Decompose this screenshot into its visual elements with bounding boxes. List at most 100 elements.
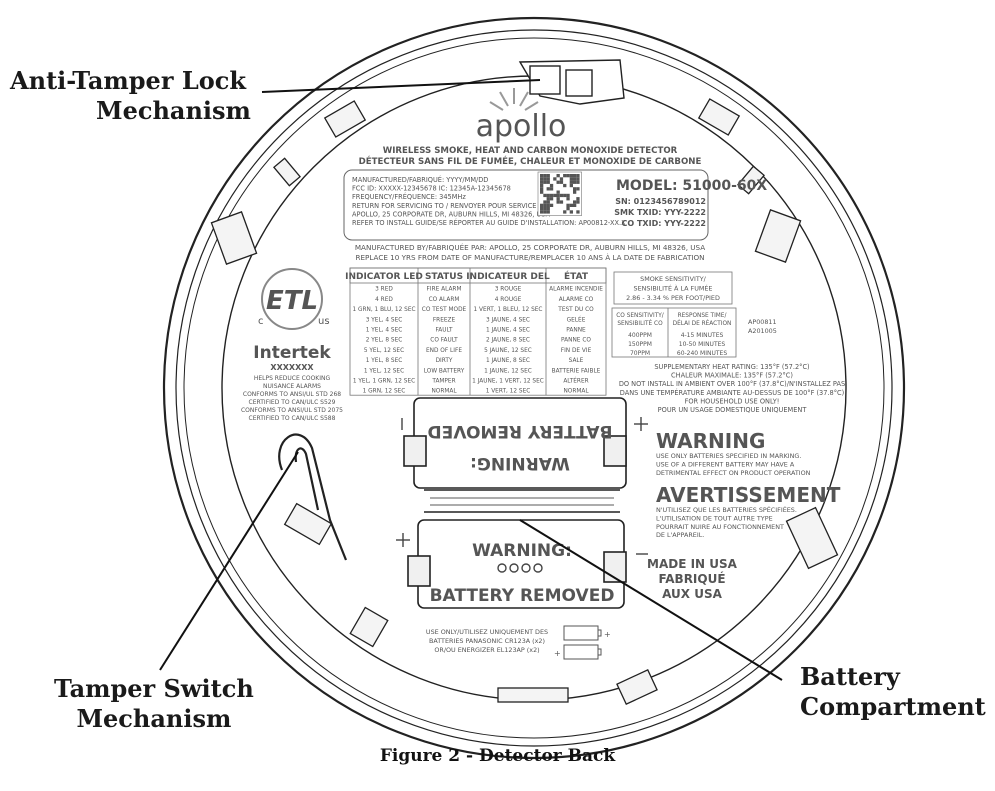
battery-use-line: OR/OU ENERGIZER EL123AP (x2) [434, 646, 539, 654]
warning-line: DETRIMENTAL EFFECT ON PRODUCT OPERATION [656, 469, 811, 477]
made-in-line: AUX USA [662, 587, 722, 601]
co-header: RESPONSE TIME/ [678, 313, 727, 319]
label-line: APOLLO, 25 CORPORATE DR, AUBURN HILLS, M… [352, 210, 551, 218]
warning-line: USE OF A DIFFERENT BATTERY MAY HAVE A [656, 460, 795, 468]
product-en: WIRELESS SMOKE, HEAT AND CARBON MONOXIDE… [383, 146, 678, 156]
battery-use-line: BATTERIES PANASONIC CR123A (x2) [429, 637, 545, 645]
product-fr: DÉTECTEUR SANS FIL DE FUMÉE, CHALEUR ET … [359, 155, 702, 167]
co-header: CO SENSITIVITY/ [616, 313, 664, 319]
indicator-cell: NORMAL [431, 389, 457, 395]
co-cell: 4-15 MINUTES [681, 332, 724, 339]
indicator-cell: 5 YEL, 12 SEC [364, 348, 404, 354]
indicator-cell: FREEZE [433, 317, 456, 323]
svg-text:+: + [604, 630, 611, 639]
brand-text: apollo [476, 109, 567, 144]
indicator-cell: TEST DU CO [557, 307, 594, 313]
avert-line: N'UTILISEZ QUE LES BATTERIES SPÉCIFIÉES. [656, 505, 797, 514]
battery-compartment-shape [403, 397, 627, 609]
co-header: SENSIBILITÉ CO [617, 319, 663, 327]
indicator-cell: 1 JAUNE, 4 SEC [486, 328, 530, 334]
heat-line: DANS UNE TEMPÉRATURE AMBIANTE AU-DESSUS … [620, 388, 844, 397]
made-in-line: MADE IN USA [647, 557, 738, 571]
callout-anti-tamper-line1: Anti-Tamper Lock [10, 66, 246, 95]
callout-tamper-switch-line2: Mechanism [76, 704, 232, 733]
label-line: MANUFACTURED/FABRIQUÉ: YYYY/MM/DD [352, 175, 488, 184]
co-cell: 400PPM [628, 332, 652, 339]
cert-line: CERTIFIED TO CAN/ULC S588 [249, 415, 336, 422]
avert-line: POURRAIT NUIRE AU FONCTIONNEMENT [656, 523, 784, 531]
etl-certification-mark: ETL c us Intertek XXXXXXX [253, 268, 331, 372]
cert-line: NUISANCE ALARMS [263, 383, 321, 390]
co-header: DÉLAI DE RÉACTION [673, 319, 732, 327]
indicator-cell: FIRE ALARM [427, 287, 462, 293]
made-in-line: FABRIQUÉ [658, 571, 725, 586]
avert-title: AVERTISSEMENT [656, 483, 841, 507]
battery-polarity [396, 417, 648, 555]
indicator-cell: CO FAULT [430, 338, 458, 344]
indicator-cell: 4 ROUGE [495, 297, 522, 303]
heat-rating-text: SUPPLEMENTARY HEAT RATING: 135°F (57.2°C… [619, 363, 845, 414]
warning-title: WARNING [656, 429, 765, 453]
etl-c: c [258, 316, 264, 327]
id-line: SN: 0123456789012 [615, 197, 706, 206]
indicator-cell: 3 ROUGE [495, 287, 522, 293]
indicator-cell: ALARME INCENDIE [549, 287, 603, 293]
indicator-cell: PANNE CO [561, 338, 591, 344]
indicator-header: INDICATOR LED [345, 272, 423, 282]
indicator-cell: 1 YEL, 12 SEC [364, 368, 404, 374]
avert-line: DE L'APPAREIL. [656, 531, 704, 539]
mounting-tabs [210, 98, 839, 706]
led-dots [497, 563, 543, 573]
indicator-cell: BATTERIE FAIBLE [552, 368, 601, 374]
cert-line: CERTIFIED TO CAN/ULC S529 [249, 399, 336, 406]
model-text: MODEL: 51000-60X [616, 178, 767, 194]
leader-lines [159, 79, 783, 681]
battery-use-line: USE ONLY/UTILISEZ UNIQUEMENT DES [426, 628, 548, 636]
etl-us: us [318, 316, 330, 327]
indicator-cell: 1 YEL, 1 GRN, 12 SEC [353, 379, 415, 385]
battery-removed-upside: BATTERY REMOVED [428, 421, 613, 441]
indicator-cell: 1 JAUNE, 8 SEC [486, 358, 530, 364]
smoke-line: SMOKE SENSITIVITY/ [640, 275, 707, 283]
indicator-cell: TAMPER [431, 379, 455, 385]
label-line: FCC ID: XXXXX-12345678 IC: 12345A-123456… [352, 185, 511, 193]
indicator-cell: 2 JAUNE, 8 SEC [486, 338, 530, 344]
svg-text:+: + [554, 649, 561, 658]
indicator-cell: 2 YEL, 8 SEC [366, 338, 403, 344]
battery-warning-text: WARNING: [472, 541, 572, 561]
smoke-sensitivity-box: SMOKE SENSITIVITY/SENSIBILITÉ À LA FUMÉE… [613, 271, 733, 305]
indicator-cell: FAULT [436, 328, 453, 334]
callout-tamper-switch-line1: Tamper Switch [54, 674, 254, 703]
intertek-code: XXXXXXX [270, 363, 314, 372]
cert-line: CONFORMS TO ANSI/UL STD 2075 [241, 407, 343, 414]
indicator-cell: FIN DE VIE [561, 348, 592, 354]
battery-icons [563, 625, 602, 660]
intertek-text: Intertek [253, 343, 331, 363]
indicator-cell: 1 GRN, 1 BLU, 12 SEC [352, 307, 415, 313]
co-cell: 150PPM [628, 341, 652, 348]
manufactured-by: MANUFACTURED BY/FABRIQUÉE PAR: APOLLO, 2… [355, 243, 705, 252]
cert-line: HELPS REDUCE COOKING [254, 375, 331, 382]
indicator-cell: 5 JAUNE, 12 SEC [484, 348, 532, 354]
label-line: REFER TO INSTALL GUIDE/SE RÉPORTER AU GU… [352, 218, 626, 227]
callout-anti-tamper: Anti-Tamper Lock Mechanism [10, 66, 251, 126]
indicator-cell: 1 VERT, 12 SEC [486, 389, 531, 395]
indicator-header: INDICATEUR DEL [466, 272, 550, 282]
indicator-cell: 1 YEL, 8 SEC [366, 358, 403, 364]
heat-line: CHALEUR MAXIMALE: 135°F (57.2°C) [671, 372, 793, 380]
indicator-cell: 3 RED [375, 287, 393, 293]
callout-anti-tamper-line2: Mechanism [96, 96, 251, 125]
anti-tamper-lock-shape [518, 59, 625, 105]
indicator-cell: CO ALARM [429, 297, 460, 303]
heat-line: DO NOT INSTALL IN AMBIENT OVER 100°F (37… [619, 380, 845, 388]
indicator-cell: NORMAL [563, 389, 589, 395]
label-line: FREQUENCY/FRÉQUENCE: 345MHz [352, 192, 466, 201]
heat-line: SUPPLEMENTARY HEAT RATING: 135°F (57.2°C… [654, 363, 809, 371]
indicator-cell: END OF LIFE [426, 348, 462, 354]
qr-code-icon [537, 171, 582, 216]
indicator-header: STATUS [425, 272, 463, 282]
